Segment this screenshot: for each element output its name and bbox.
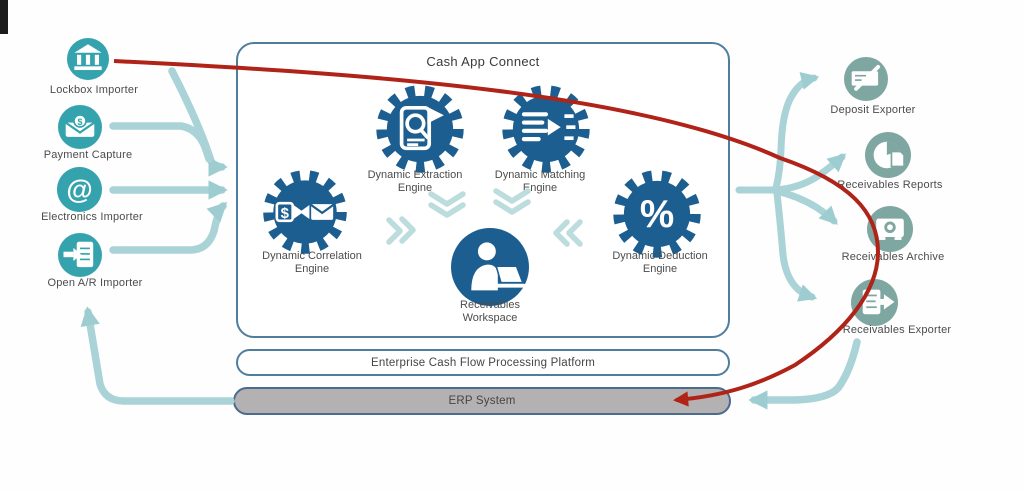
workspace-label-line1: Receivables: [460, 299, 520, 311]
node-label-receivables-exporter: Receivables Exporter: [842, 324, 952, 336]
engine-label-deduction: Dynamic Deduction Engine: [580, 250, 740, 276]
engine-label-line1: Dynamic Correlation: [262, 250, 362, 262]
platform-bar: Enterprise Cash Flow Processing Platform: [236, 349, 730, 376]
document-export-icon: [851, 279, 898, 326]
node-label-open-ar-importer: Open A/R Importer: [47, 277, 143, 289]
extraction-gear-icon: [374, 83, 466, 175]
node-label-payment-capture: Payment Capture: [43, 149, 133, 161]
correlation-gear-icon: $: [261, 168, 349, 256]
erp-bar-label: ERP System: [448, 395, 516, 407]
engine-label-matching: Dynamic Matching Engine: [460, 169, 620, 195]
node-label-receivables-archive: Receivables Archive: [841, 251, 945, 263]
at-symbol: @: [66, 175, 92, 205]
check-pen-icon: [844, 57, 888, 101]
engine-label-line2: Engine: [642, 263, 678, 275]
envelope-dollar-icon: $: [58, 105, 102, 149]
platform-bar-label: Enterprise Cash Flow Processing Platform: [370, 356, 596, 369]
screen-edge-artifact: [0, 0, 8, 34]
document-import-icon: [58, 233, 102, 277]
dollar-symbol: $: [281, 205, 290, 222]
workspace-label-line2: Workspace: [462, 312, 518, 324]
node-label-receivables-reports: Receivables Reports: [837, 179, 943, 191]
node-label-lockbox-importer: Lockbox Importer: [49, 84, 139, 96]
engine-label-correlation: Dynamic Correlation Engine: [232, 250, 392, 276]
workspace-label: Receivables Workspace: [410, 299, 570, 325]
node-label-deposit-exporter: Deposit Exporter: [830, 104, 916, 116]
matching-gear-icon: [500, 83, 592, 175]
archive-safe-icon: [867, 206, 913, 252]
dollar-symbol: $: [78, 117, 83, 127]
person-laptop-icon: [451, 228, 529, 306]
box-title: Cash App Connect: [426, 54, 540, 69]
node-label-electronics-importer: Electronics Importer: [41, 211, 143, 223]
pie-chart-icon: [865, 132, 911, 178]
bank-icon: [67, 38, 109, 80]
at-sign-icon: @: [57, 167, 102, 212]
engine-label-line1: Dynamic Deduction: [612, 250, 708, 262]
erp-bar: ERP System: [233, 387, 731, 415]
deduction-gear-icon: %: [611, 168, 703, 260]
percent-symbol: %: [640, 193, 674, 236]
engine-label-line2: Engine: [294, 263, 330, 275]
engine-label-line2: Engine: [522, 182, 558, 194]
engine-label-line1: Dynamic Matching: [494, 169, 586, 181]
